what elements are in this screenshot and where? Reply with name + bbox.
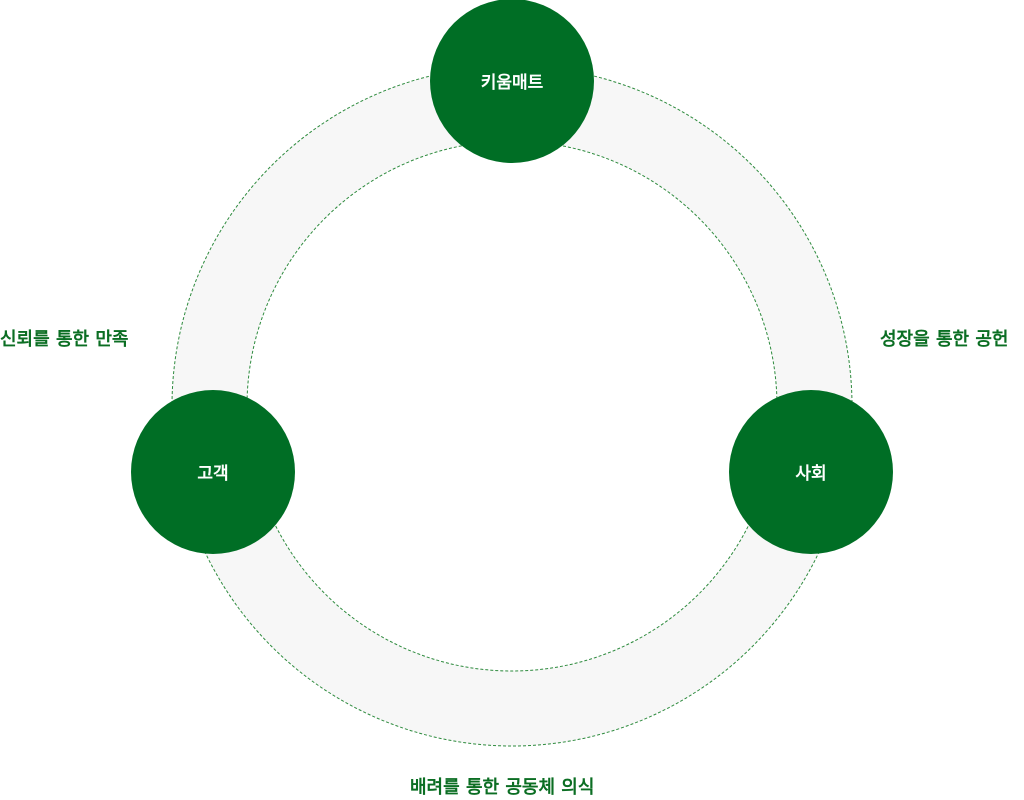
node-company-circle xyxy=(430,0,594,163)
ring-band xyxy=(172,66,853,747)
node-company: 키움매트 xyxy=(430,0,594,163)
relation-label-society: 성장을 통한 공헌 xyxy=(880,329,1009,350)
node-customer: 고객 xyxy=(131,390,295,554)
node-customer-label: 고객 xyxy=(197,464,228,484)
node-society-circle xyxy=(729,390,893,554)
ring-inner-border xyxy=(246,140,778,672)
node-company-label: 키움매트 xyxy=(481,73,544,93)
node-society: 사회 xyxy=(729,390,893,554)
relation-label-community: 배려를 통한 공동체 의식 xyxy=(410,777,595,798)
node-society-label: 사회 xyxy=(795,464,826,484)
node-customer-circle xyxy=(131,390,295,554)
relation-label-customer: 신뢰를 통한 만족 xyxy=(0,329,129,350)
